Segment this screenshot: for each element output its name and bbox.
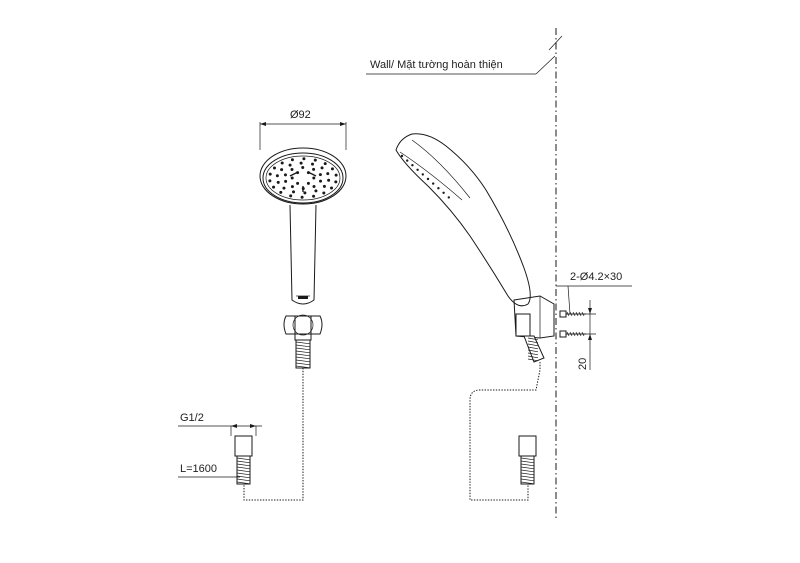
length-label: L=1600 (180, 463, 217, 475)
thread-label: G1/2 (180, 412, 204, 424)
hose-connector-front (295, 339, 311, 369)
diameter-label: Ø92 (290, 109, 311, 121)
bottom-connector-front: G1/2 L=1600 (178, 412, 262, 485)
wall-bracket-side (513, 295, 555, 339)
wall-line (548, 28, 563, 520)
wall-label: Wall/ Mặt tường hoàn thiện (370, 59, 503, 71)
hose-front (243, 368, 304, 501)
bottom-connector-side (518, 435, 537, 485)
hose-side (469, 362, 541, 501)
screw-label: 2-Ø4.2×30 (570, 271, 622, 283)
spacing-label: 20 (577, 358, 589, 370)
hose-connector-side (523, 335, 545, 363)
shower-head-side-view (395, 133, 531, 307)
wall-bracket-front (283, 314, 323, 341)
wall-callout: Wall/ Mặt tường hoàn thiện (366, 55, 556, 75)
shower-head-front-view: Ø92 (259, 109, 347, 305)
wall-screws: 2-Ø4.2×30 20 (556, 271, 632, 370)
spray-nozzles (268, 157, 338, 199)
